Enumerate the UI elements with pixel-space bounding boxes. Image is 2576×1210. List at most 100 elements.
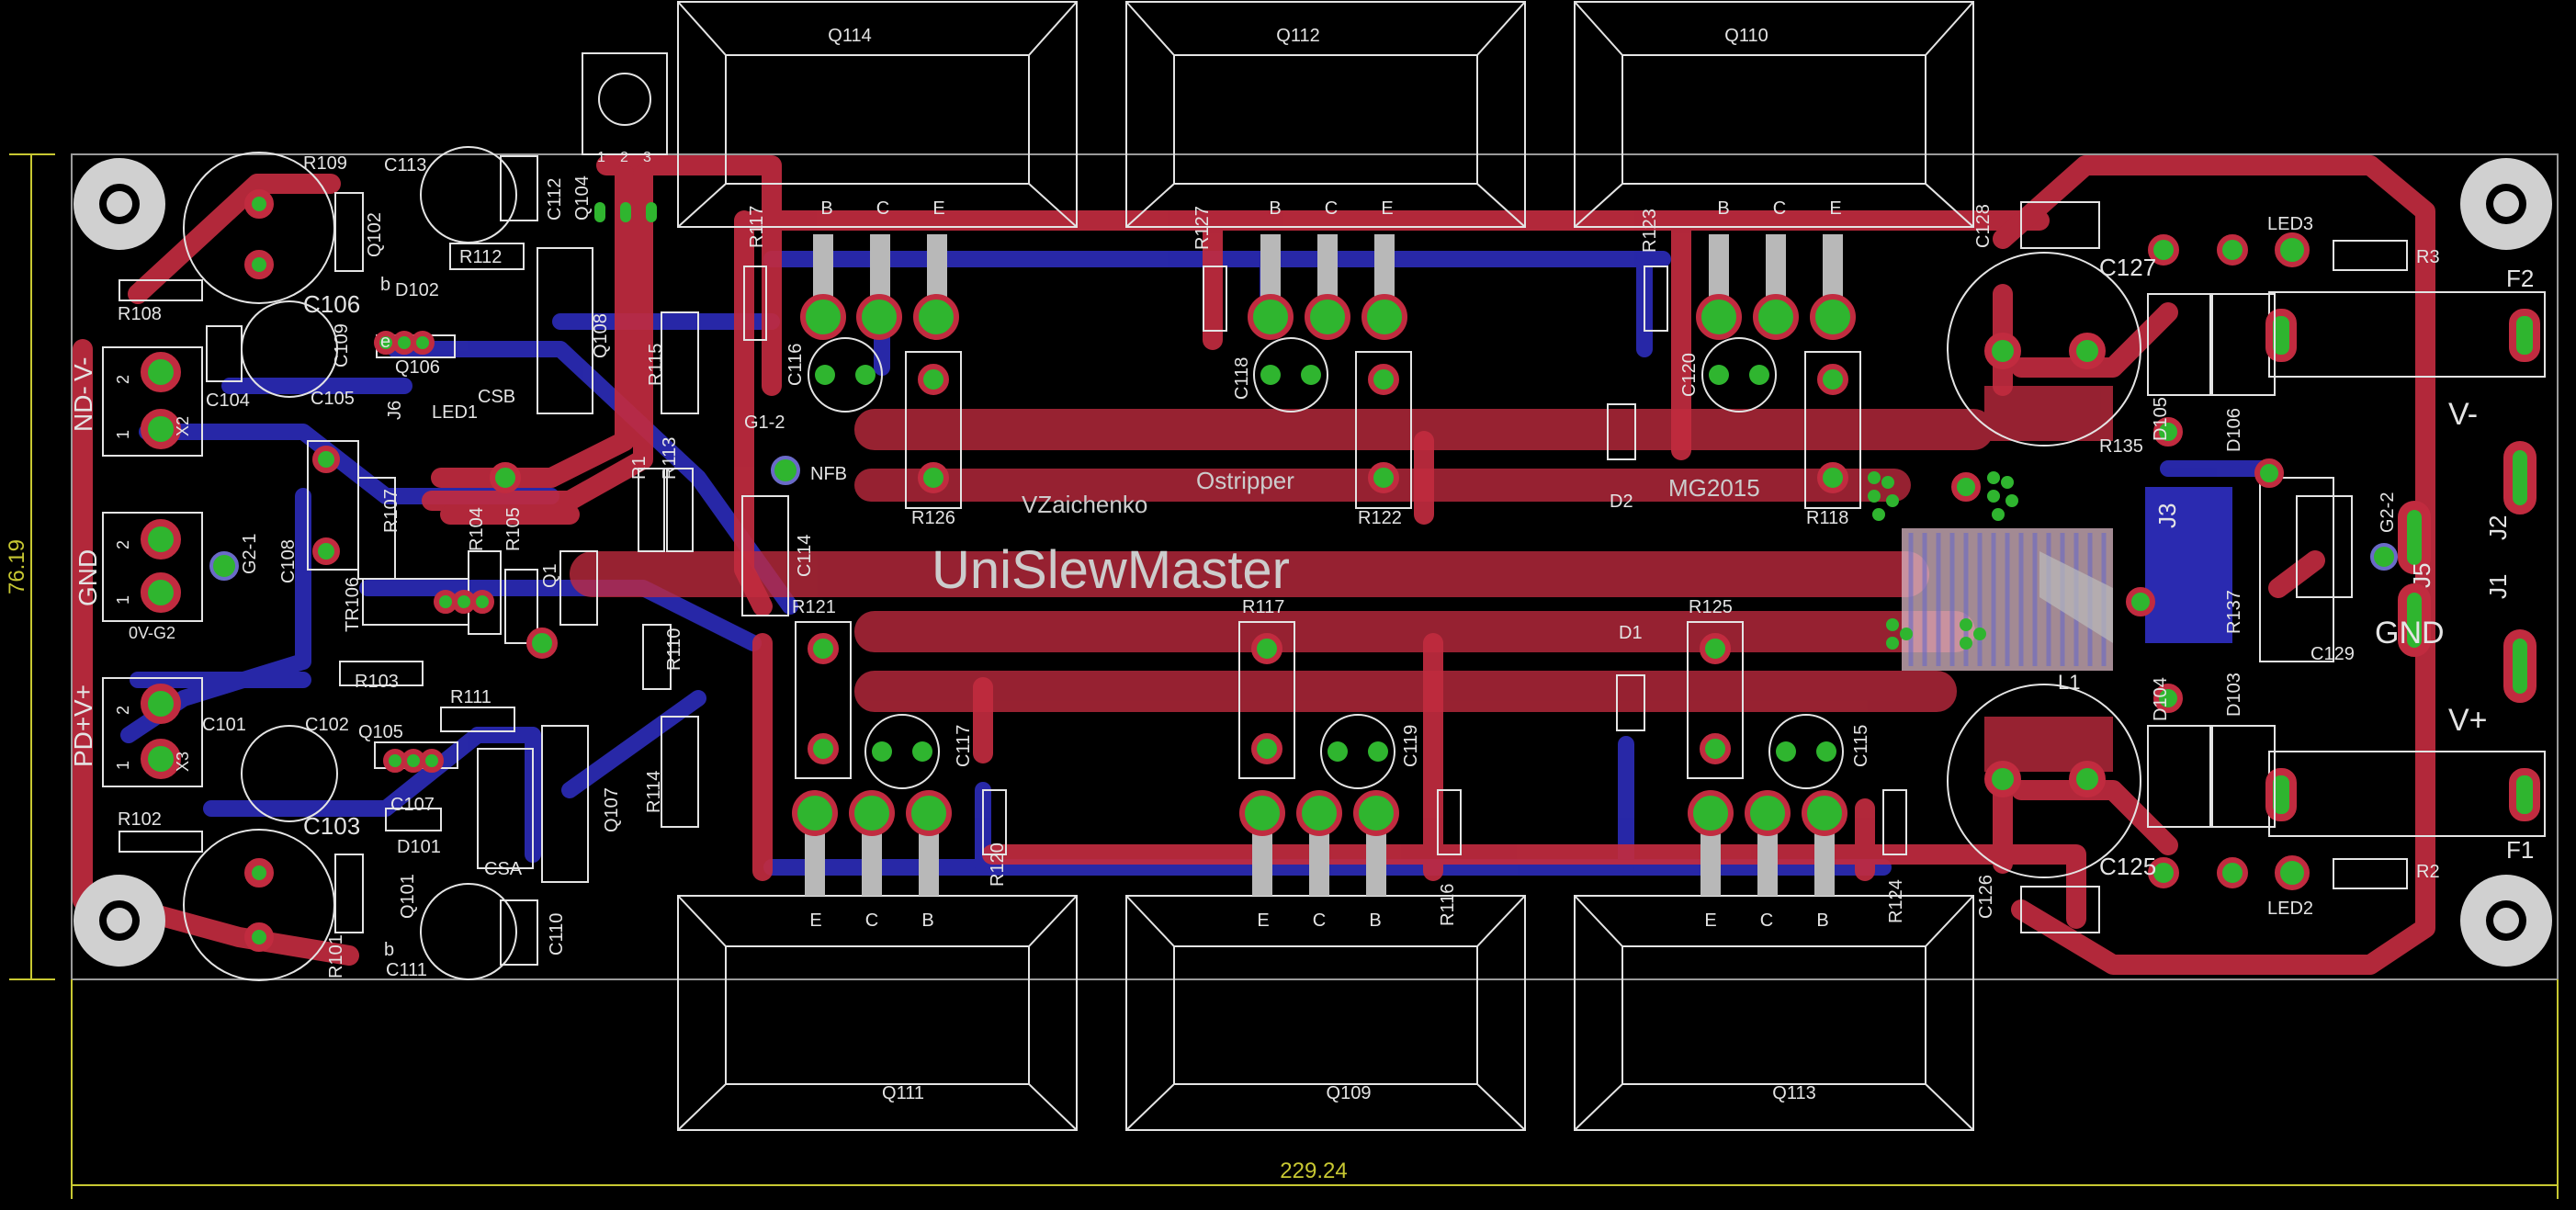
trimmer-pot	[582, 52, 668, 155]
svg-text:D102: D102	[395, 280, 439, 300]
svg-text:G1-2: G1-2	[744, 413, 785, 433]
svg-text:R126: R126	[911, 508, 955, 528]
svg-text:R107: R107	[381, 489, 401, 533]
svg-text:D1: D1	[1619, 623, 1643, 643]
svg-text:B: B	[1717, 198, 1729, 219]
svg-text:2: 2	[620, 150, 628, 165]
svg-text:R103: R103	[355, 672, 399, 692]
svg-text:D104: D104	[2151, 677, 2171, 721]
svg-text:D101: D101	[397, 837, 441, 857]
svg-text:R122: R122	[1358, 508, 1402, 528]
connector-labels: ND- V- GND PD+ V+	[69, 357, 102, 767]
svg-text:C127: C127	[2099, 254, 2156, 281]
svg-text:X2: X2	[174, 416, 192, 436]
svg-text:V+: V+	[2448, 703, 2488, 738]
svg-text:C103: C103	[303, 812, 360, 840]
svg-text:NFB: NFB	[810, 464, 847, 484]
svg-text:B: B	[1269, 198, 1281, 219]
svg-text:1: 1	[114, 430, 132, 439]
svg-text:C102: C102	[305, 715, 349, 735]
svg-text:LED2: LED2	[2267, 899, 2313, 919]
svg-text:D106: D106	[2224, 408, 2244, 452]
svg-text:R108: R108	[118, 304, 162, 324]
svg-text:F1: F1	[2506, 836, 2534, 864]
svg-text:C113: C113	[384, 155, 426, 175]
via-markers	[209, 456, 2398, 581]
svg-text:C: C	[1760, 910, 1773, 931]
svg-text:C108: C108	[278, 539, 299, 583]
q114-label: Q114	[828, 26, 871, 46]
svg-text:E: E	[809, 910, 821, 931]
svg-text:C110: C110	[547, 913, 567, 956]
svg-text:D103: D103	[2224, 673, 2244, 717]
svg-text:C129: C129	[2310, 644, 2355, 664]
svg-text:R135: R135	[2099, 436, 2143, 457]
svg-text:C104: C104	[206, 390, 250, 411]
terminal-pads	[141, 352, 181, 779]
svg-text:R110: R110	[664, 628, 684, 671]
svg-text:R115: R115	[646, 344, 666, 386]
svg-text:E: E	[932, 198, 944, 219]
svg-text:J2: J2	[2484, 515, 2512, 540]
author-label: VZaichenko	[1022, 491, 1147, 518]
small-caps	[808, 337, 1844, 789]
svg-text:R123: R123	[1640, 209, 1660, 253]
svg-text:C114: C114	[795, 535, 815, 577]
svg-text:D105: D105	[2151, 397, 2171, 441]
svg-text:Q107: Q107	[602, 787, 622, 832]
svg-text:R105: R105	[503, 507, 524, 551]
svg-text:Q106: Q106	[395, 357, 440, 378]
svg-text:LED1: LED1	[432, 402, 478, 423]
svg-text:R137: R137	[2224, 590, 2244, 634]
svg-text:2: 2	[114, 706, 132, 715]
rail-connector-pads	[2398, 441, 2536, 703]
svg-text:PD+: PD+	[69, 717, 97, 767]
svg-text:Q104: Q104	[572, 175, 593, 221]
svg-text:R109: R109	[303, 153, 347, 174]
svg-text:R125: R125	[1689, 597, 1733, 617]
svg-text:R111: R111	[450, 687, 491, 707]
svg-text:LED3: LED3	[2267, 214, 2313, 234]
svg-text:C111: C111	[386, 960, 427, 980]
svg-text:F2: F2	[2506, 265, 2534, 292]
svg-text:R3: R3	[2416, 247, 2440, 267]
svg-text:E: E	[1381, 198, 1393, 219]
svg-text:GND: GND	[2375, 616, 2445, 650]
svg-text:C128: C128	[1973, 204, 1994, 248]
svg-text:V-: V-	[69, 357, 97, 381]
svg-text:E: E	[1704, 910, 1716, 931]
svg-text:C125: C125	[2099, 853, 2156, 880]
svg-text:b: b	[380, 275, 390, 295]
q111-label: Q111	[882, 1083, 924, 1103]
svg-text:R124: R124	[1886, 879, 1906, 923]
svg-text:Q1: Q1	[540, 563, 560, 588]
svg-text:R121: R121	[792, 597, 836, 617]
svg-text:E: E	[1829, 198, 1841, 219]
trimmer-pin-labels: 1 2 3	[597, 150, 651, 165]
svg-text:R117: R117	[747, 206, 767, 248]
svg-text:Q102: Q102	[365, 212, 385, 257]
svg-text:B: B	[921, 910, 933, 931]
svg-text:GND: GND	[73, 549, 102, 606]
svg-text:B: B	[820, 198, 832, 219]
transistor-pads	[792, 294, 1856, 836]
svg-text:R102: R102	[118, 809, 162, 830]
svg-text:Q105: Q105	[358, 722, 403, 742]
svg-text:CSA: CSA	[484, 859, 523, 879]
svg-text:C116: C116	[785, 344, 806, 386]
svg-text:B: B	[1816, 910, 1828, 931]
svg-text:R118: R118	[1806, 508, 1848, 528]
svg-text:G2-2: G2-2	[2378, 492, 2398, 533]
svg-text:C: C	[876, 198, 889, 219]
svg-text:R113: R113	[660, 437, 680, 480]
dimension-lines	[9, 153, 2559, 1199]
rail-labels: V- GND V+	[2375, 397, 2488, 738]
j3-pour	[2145, 487, 2232, 643]
mounting-holes	[73, 158, 2552, 967]
svg-text:C119: C119	[1401, 725, 1421, 767]
svg-text:CSB: CSB	[478, 387, 515, 407]
svg-text:J6: J6	[385, 401, 405, 420]
svg-text:J3: J3	[2153, 503, 2181, 528]
driver-stage-silk	[119, 155, 2408, 966]
